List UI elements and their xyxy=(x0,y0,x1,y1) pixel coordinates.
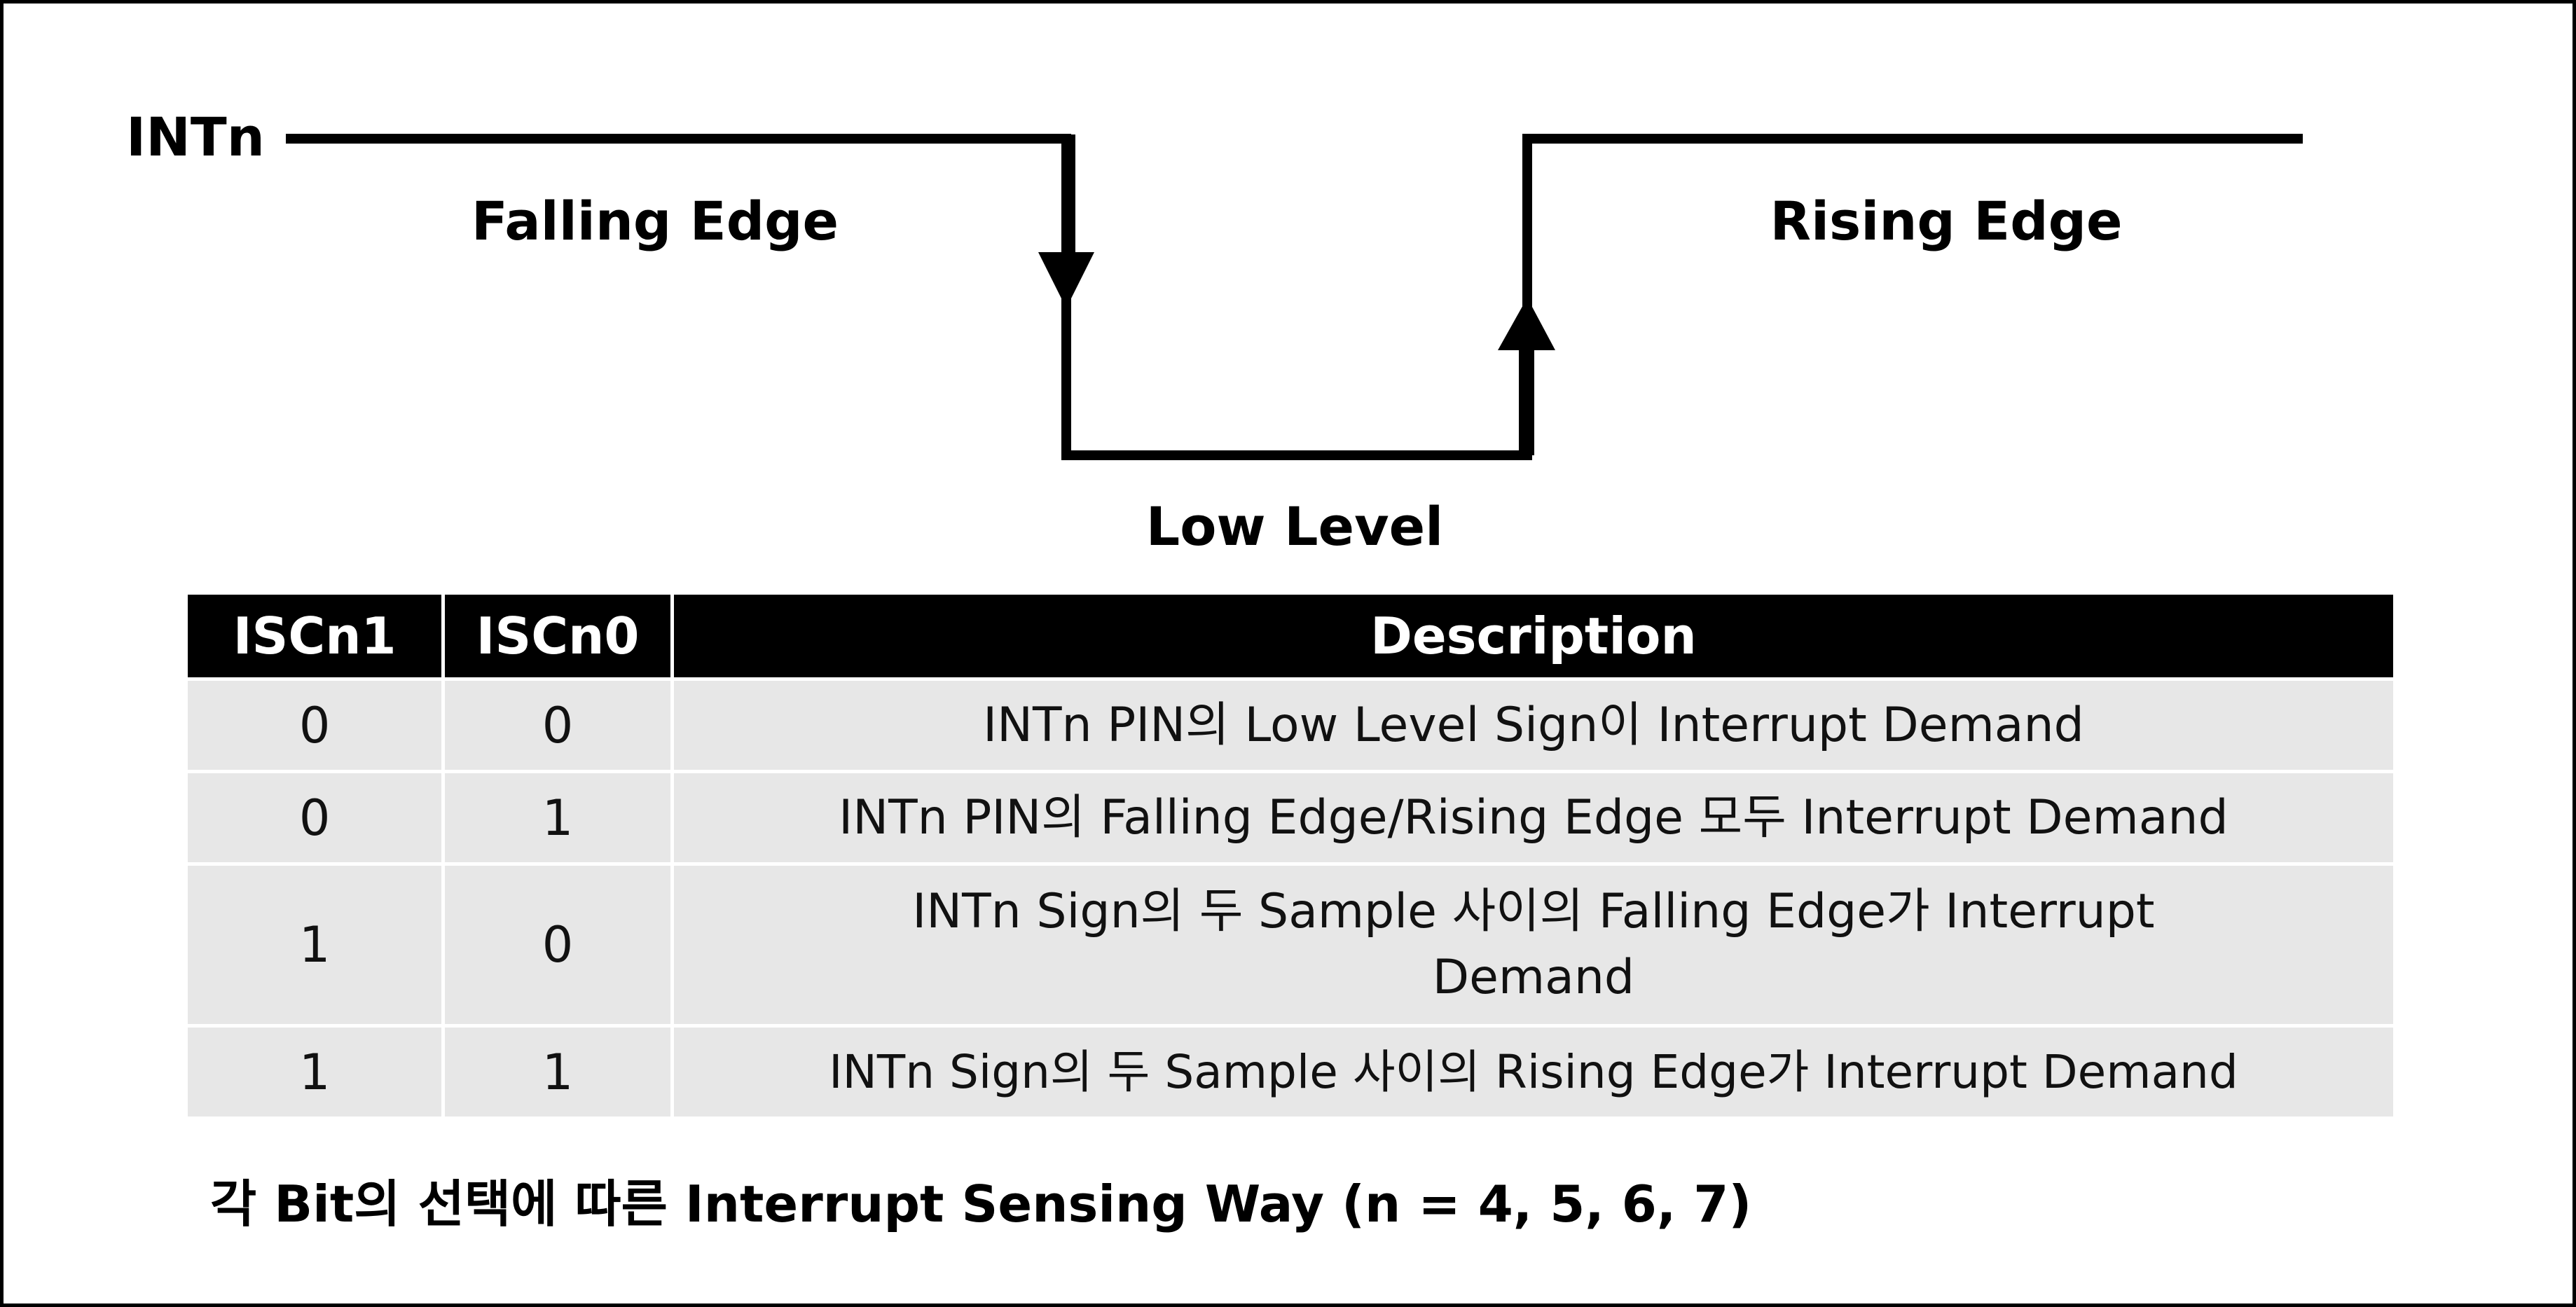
falling-edge-arrow xyxy=(1038,134,1094,308)
low-level-label: Low Level xyxy=(1146,495,1443,558)
cell-iscn1: 1 xyxy=(188,866,442,1024)
table-header-row: ISCn1 ISCn0 Description xyxy=(188,595,2393,677)
table-row: 1 0 INTn Sign의 두 Sample 사이의 Falling Edge… xyxy=(188,866,2393,1024)
cell-description: INTn PIN의 Low Level Sign이 Interrupt Dema… xyxy=(673,681,2393,770)
intn-signal-waveform xyxy=(286,134,2303,460)
cell-iscn0: 1 xyxy=(445,773,670,862)
isc-bit-table: ISCn1 ISCn0 Description 0 0 INTn PIN의 Lo… xyxy=(184,591,2397,1120)
cell-iscn1: 1 xyxy=(188,1028,442,1116)
table-row: 1 1 INTn Sign의 두 Sample 사이의 Rising Edge가… xyxy=(188,1028,2393,1116)
cell-iscn0: 1 xyxy=(445,1028,670,1116)
figure-caption: 각 Bit의 선택에 따른 Interrupt Sensing Way (n =… xyxy=(210,1175,1752,1233)
cell-description: INTn Sign의 두 Sample 사이의 Falling Edge가 In… xyxy=(673,866,2393,1024)
cell-iscn1: 0 xyxy=(188,681,442,770)
falling-edge-label: Falling Edge xyxy=(471,190,839,252)
rising-edge-label: Rising Edge xyxy=(1770,190,2122,252)
cell-description: INTn PIN의 Falling Edge/Rising Edge 모두 In… xyxy=(673,773,2393,862)
rising-edge-arrow xyxy=(1498,298,1555,455)
header-iscn0: ISCn0 xyxy=(445,595,670,677)
cell-description: INTn Sign의 두 Sample 사이의 Rising Edge가 Int… xyxy=(673,1028,2393,1116)
cell-iscn1: 0 xyxy=(188,773,442,862)
table-row: 0 0 INTn PIN의 Low Level Sign이 Interrupt … xyxy=(188,681,2393,770)
header-iscn1: ISCn1 xyxy=(188,595,442,677)
header-description: Description xyxy=(673,595,2393,677)
cell-iscn0: 0 xyxy=(445,681,670,770)
interrupt-waveform-diagram: INTn Falling Edge Rising Edge Low Level xyxy=(126,106,2303,558)
signal-label-intn: INTn xyxy=(126,106,265,168)
cell-iscn0: 0 xyxy=(445,866,670,1024)
table-row: 0 1 INTn PIN의 Falling Edge/Rising Edge 모… xyxy=(188,773,2393,862)
